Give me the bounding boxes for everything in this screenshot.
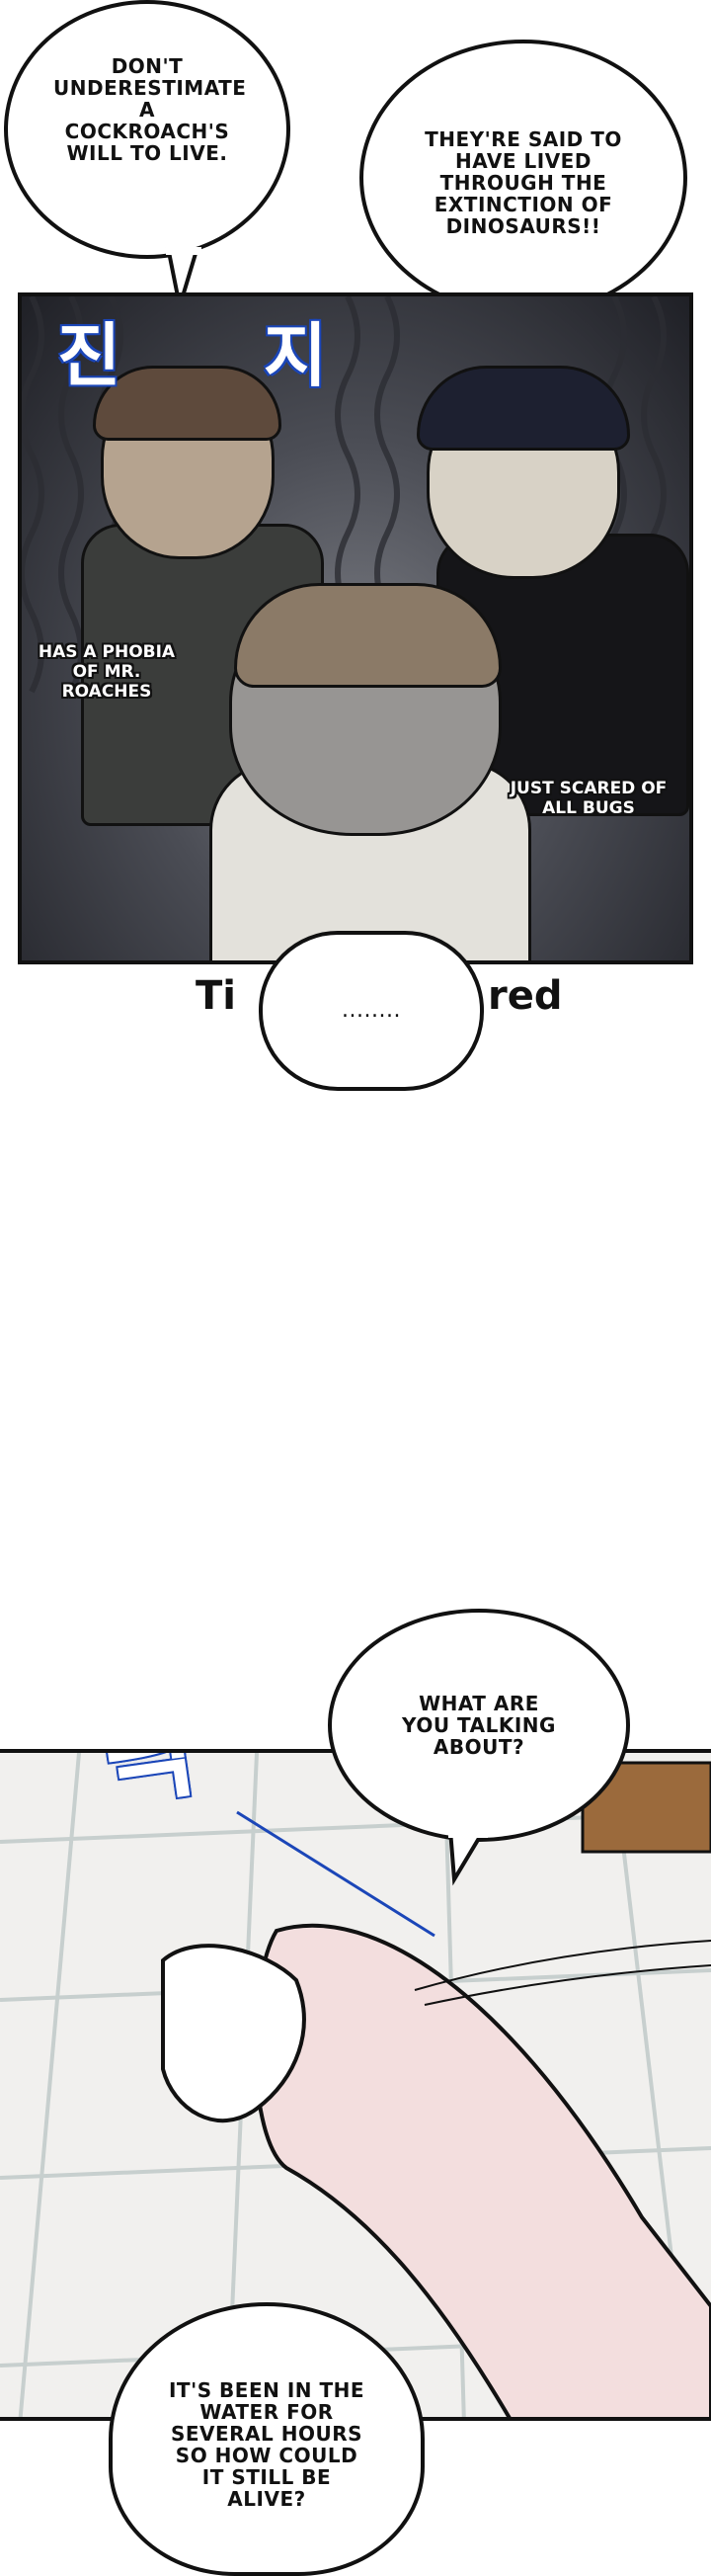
speech-text-3: WHAT ARE YOU TALKING ABOUT? — [402, 1692, 556, 1759]
panel-hand-scene: 탁 — [0, 1749, 711, 2421]
title-left: Ti — [196, 973, 236, 1019]
speech-bubble-4: IT'S BEEN IN THE WATER FOR SEVERAL HOURS… — [109, 2302, 425, 2576]
speech-bubble-2: THEY'RE SAID TO HAVE LIVED THROUGH THE E… — [359, 40, 687, 316]
speech-text-1: DON'T UNDERESTIMATE A COCKROACH'S WILL T… — [53, 54, 247, 165]
speech-bubble-1: DON'T UNDERESTIMATE A COCKROACH'S WILL T… — [4, 0, 290, 259]
annotation-scared-bugs: JUST SCARED OF ALL BUGS — [510, 779, 668, 818]
speech-bubble-1-tail — [165, 247, 201, 307]
title-right: red — [488, 973, 563, 1019]
speech-text-2: THEY'RE SAID TO HAVE LIVED THROUGH THE E… — [425, 127, 622, 238]
sfx-jinji: 진 지 — [57, 315, 387, 396]
speech-bubble-3-tail — [447, 1830, 488, 1886]
character-left-hair — [93, 366, 281, 441]
speech-text-4: IT'S BEEN IN THE WATER FOR SEVERAL HOURS… — [168, 2377, 365, 2511]
ellipsis-text: ........ — [342, 998, 401, 1023]
speech-bubble-3: WHAT ARE YOU TALKING ABOUT? — [328, 1609, 630, 1842]
panel-cockroach-scene: HAS A PHOBIA OF MR. ROACHES JUST SCARED … — [18, 292, 693, 964]
character-right-hair — [417, 366, 630, 451]
ellipsis-bubble: ........ — [259, 931, 484, 1091]
character-center-hair — [234, 583, 502, 688]
floor-tiles — [0, 1753, 711, 2417]
annotation-phobia: HAS A PHOBIA OF MR. ROACHES — [38, 642, 176, 702]
